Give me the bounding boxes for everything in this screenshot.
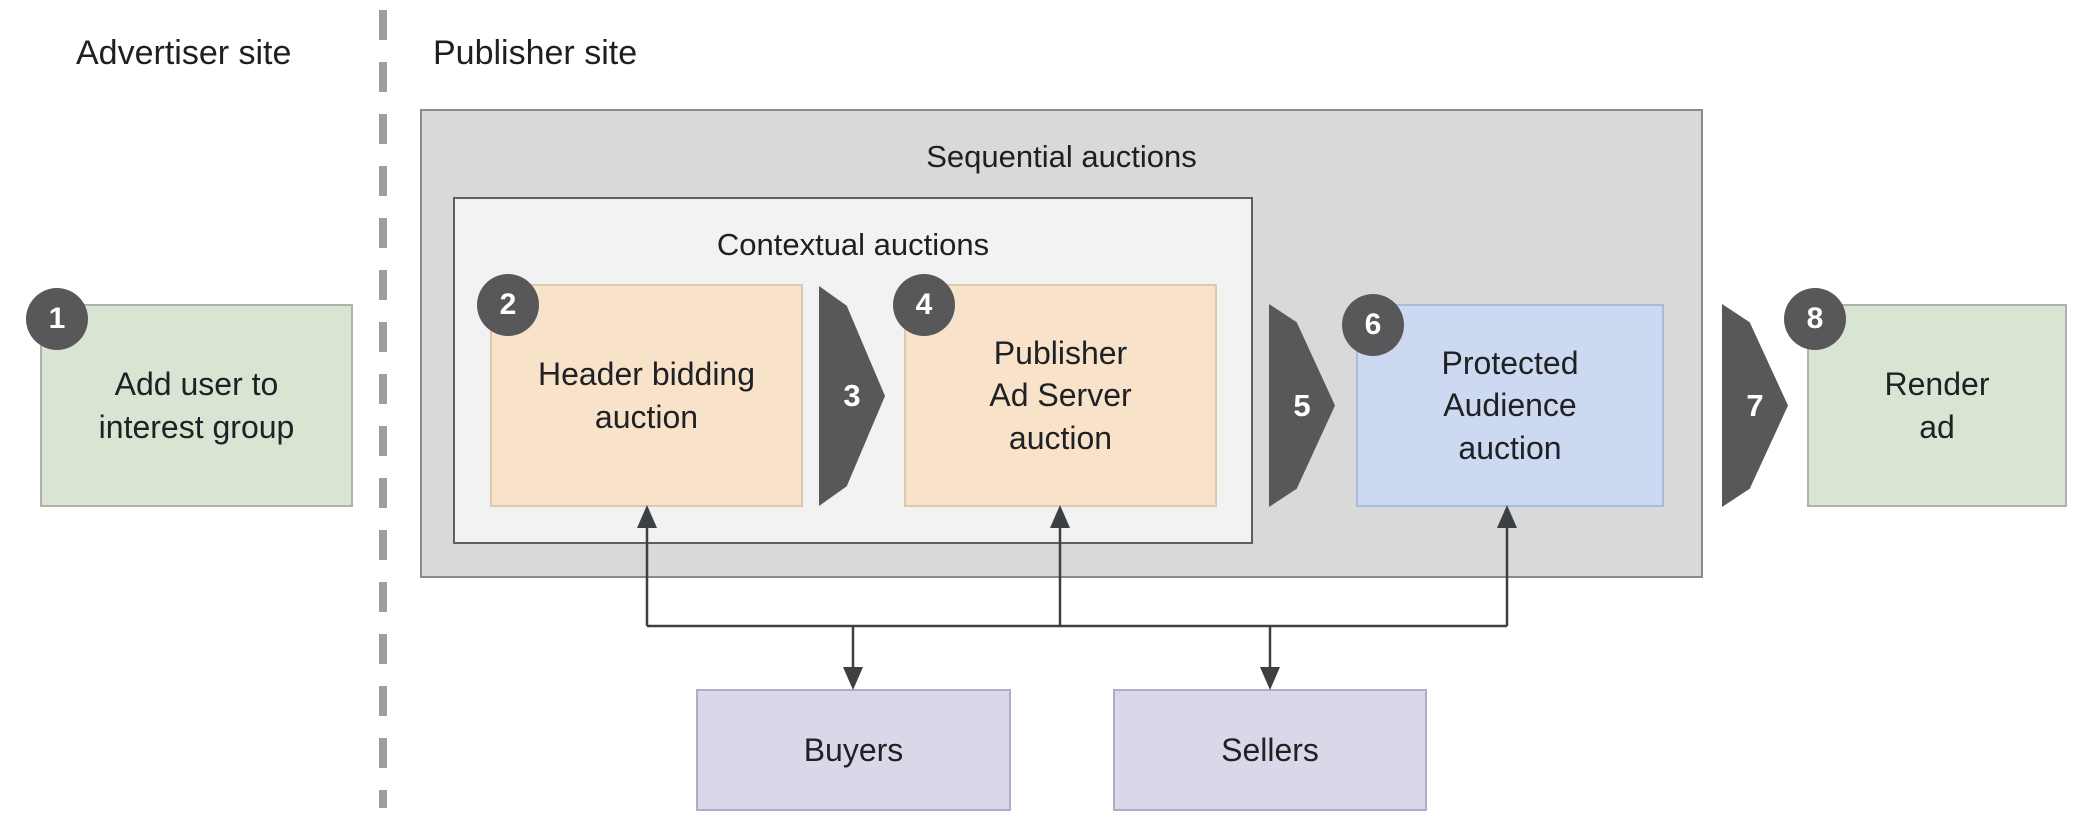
step-badge-4: 4	[893, 274, 955, 336]
node-header-bidding-auction: Header bidding auction	[490, 284, 803, 507]
step-badge-6: 6	[1342, 294, 1404, 356]
node-buyers: Buyers	[696, 689, 1011, 811]
step-badge-2: 2	[477, 274, 539, 336]
node-add-user-to-interest-group: Add user to interest group	[40, 304, 353, 507]
node-render-ad: Render ad	[1807, 304, 2067, 507]
publisher-site-label: Publisher site	[433, 34, 638, 72]
down-arrowhead-buyers	[843, 667, 863, 690]
sequential-auctions-title: Sequential auctions	[926, 139, 1197, 174]
step-arrow-7: 7	[1722, 304, 1788, 507]
contextual-auctions-title: Contextual auctions	[716, 227, 990, 262]
step-badge-8: 8	[1784, 288, 1846, 350]
site-divider-dashed-line	[379, 10, 387, 808]
node-publisher-ad-server-auction: Publisher Ad Server auction	[904, 284, 1217, 507]
down-arrowhead-sellers	[1260, 667, 1280, 690]
node-sellers: Sellers	[1113, 689, 1427, 811]
advertiser-site-label: Advertiser site	[76, 34, 292, 72]
step-badge-1: 1	[26, 288, 88, 350]
node-protected-audience-auction: Protected Audience auction	[1356, 304, 1664, 507]
